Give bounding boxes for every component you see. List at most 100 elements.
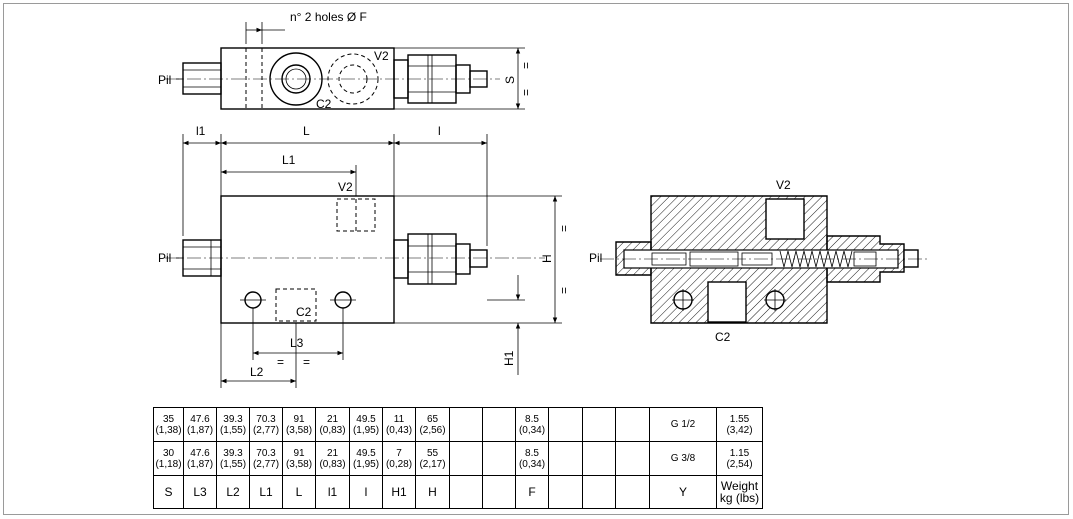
valve-body-front bbox=[220, 195, 395, 324]
cell-subvalue: (1,95) bbox=[352, 458, 380, 470]
table-cell: 49.5(1,95) bbox=[349, 407, 383, 442]
label-c2-top: C2 bbox=[316, 97, 332, 111]
table-cell bbox=[449, 407, 483, 442]
dim-s-label: S bbox=[503, 76, 517, 84]
table-cell: S bbox=[153, 475, 184, 509]
table-cell: l bbox=[349, 475, 383, 509]
table-cell: 49.5(1,95) bbox=[349, 441, 383, 476]
cell-subvalue: (0,83) bbox=[319, 424, 346, 436]
holes-note: n° 2 holes Ø F bbox=[290, 10, 367, 24]
dim-H1-label: H1 bbox=[502, 350, 516, 366]
cell-subvalue: (2,77) bbox=[252, 424, 280, 436]
dim-H-eq: = bbox=[557, 225, 571, 232]
cell-value: H bbox=[428, 485, 437, 499]
port-c2-circle bbox=[269, 52, 323, 106]
table-cell: 21(0,83) bbox=[315, 407, 350, 442]
table-cell: 39.3(1,55) bbox=[216, 441, 250, 476]
cell-subvalue: (1,87) bbox=[186, 458, 214, 470]
table-cell: 11(0,43) bbox=[382, 407, 416, 442]
cell-value: 49.5 bbox=[356, 447, 376, 459]
table-cell bbox=[615, 441, 650, 476]
cell-subvalue: (3,58) bbox=[285, 458, 313, 470]
port-v2-hidden-inner bbox=[338, 64, 368, 94]
label-v2-section: V2 bbox=[776, 178, 791, 192]
table-cell bbox=[615, 407, 650, 442]
cell-value: 47.6 bbox=[190, 447, 210, 459]
cell-subvalue: kg (lbs) bbox=[719, 491, 760, 505]
table-cell: 30(1,18) bbox=[153, 441, 184, 476]
table-cell: 70.3(2,77) bbox=[249, 441, 283, 476]
table-cell bbox=[582, 441, 616, 476]
cell-value: Weight bbox=[720, 479, 759, 493]
dim-l1-small-label: l1 bbox=[196, 124, 206, 138]
table-cell: l1 bbox=[315, 475, 350, 509]
table-cell: L3 bbox=[183, 475, 217, 509]
cell-value: 55 bbox=[426, 447, 439, 459]
section-adjust-screw bbox=[903, 249, 919, 268]
table-cell: 47.6(1,87) bbox=[183, 441, 217, 476]
cell-subvalue: (2,56) bbox=[419, 424, 446, 436]
table-cell: 8.5(0,34) bbox=[515, 441, 549, 476]
cell-subvalue: (0,28) bbox=[385, 458, 413, 470]
table-cell: L1 bbox=[249, 475, 283, 509]
table-row: 30(1,18)47.6(1,87)39.3(1,55)70.3(2,77)91… bbox=[153, 441, 763, 476]
dim-L-label: L bbox=[303, 124, 310, 138]
table-cell: 39.3(1,55) bbox=[216, 407, 250, 442]
pilot-fitting-top bbox=[182, 62, 222, 95]
cell-value: 11 bbox=[393, 413, 405, 425]
table-cell: F bbox=[515, 475, 549, 509]
table-cell: L bbox=[282, 475, 316, 509]
dim-L3-eq: = bbox=[277, 355, 284, 369]
cell-subvalue: (0,34) bbox=[518, 458, 546, 470]
label-v2-top: V2 bbox=[374, 49, 389, 63]
cell-value: 7 bbox=[396, 447, 402, 459]
table-cell: 91(3,58) bbox=[282, 407, 316, 442]
adjust-screw-top bbox=[469, 70, 488, 88]
cell-value: G 3/8 bbox=[670, 453, 696, 464]
section-view: Pil V2 C2 bbox=[589, 178, 930, 344]
cell-subvalue: (1,95) bbox=[352, 424, 380, 436]
table-cell: 65(2,56) bbox=[415, 407, 450, 442]
cell-value: 8.5 bbox=[525, 447, 539, 459]
cell-subvalue: (0,43) bbox=[385, 424, 413, 436]
table-cell: 7(0,28) bbox=[382, 441, 416, 476]
table-cell: 70.3(2,77) bbox=[249, 407, 283, 442]
port-c2-inner bbox=[281, 64, 311, 94]
cell-subvalue: (1,18) bbox=[155, 458, 182, 470]
dim-L1-label: L1 bbox=[282, 153, 296, 167]
dim-s-eq: = bbox=[519, 89, 533, 96]
cell-value: l bbox=[364, 485, 368, 499]
cell-subvalue: (1,55) bbox=[219, 424, 247, 436]
section-port-c2 bbox=[707, 281, 747, 323]
table-cell: H bbox=[415, 475, 450, 509]
table-cell: Y bbox=[649, 475, 717, 509]
front-view: l1 L l L1 V2 C2 Pil bbox=[158, 124, 571, 388]
cell-value: 1.15 bbox=[729, 447, 750, 459]
cell-subvalue: (1,55) bbox=[219, 458, 247, 470]
table-cell: 91(3,58) bbox=[282, 441, 316, 476]
cell-value: 21 bbox=[326, 447, 339, 459]
cell-value: 70.3 bbox=[256, 447, 276, 459]
cell-subvalue: (1,38) bbox=[155, 424, 182, 436]
cell-subvalue: (2,54) bbox=[726, 458, 753, 470]
table-cell: G 1/2 bbox=[649, 407, 717, 442]
port-v2-hidden bbox=[327, 53, 379, 105]
dim-L3-eq: = bbox=[303, 355, 310, 369]
cell-value: Y bbox=[678, 485, 687, 499]
label-v2-front: V2 bbox=[338, 180, 353, 194]
cell-subvalue: (0,83) bbox=[319, 458, 346, 470]
table-cell bbox=[582, 475, 616, 509]
cell-value: L3 bbox=[193, 485, 207, 499]
cell-value: 47.6 bbox=[190, 413, 210, 425]
section-port-v2 bbox=[765, 198, 805, 240]
dim-L2-label: L2 bbox=[250, 365, 264, 379]
cell-value: 30 bbox=[162, 447, 175, 459]
table-row: 35(1,38)47.6(1,87)39.3(1,55)70.3(2,77)91… bbox=[153, 407, 763, 442]
cell-value: 39.3 bbox=[223, 447, 243, 459]
cell-value: S bbox=[164, 485, 173, 499]
dim-s-eq: = bbox=[519, 62, 533, 69]
cell-subvalue: (3,58) bbox=[285, 424, 313, 436]
cell-value: 91 bbox=[293, 447, 305, 459]
dim-l-label: l bbox=[438, 124, 441, 138]
